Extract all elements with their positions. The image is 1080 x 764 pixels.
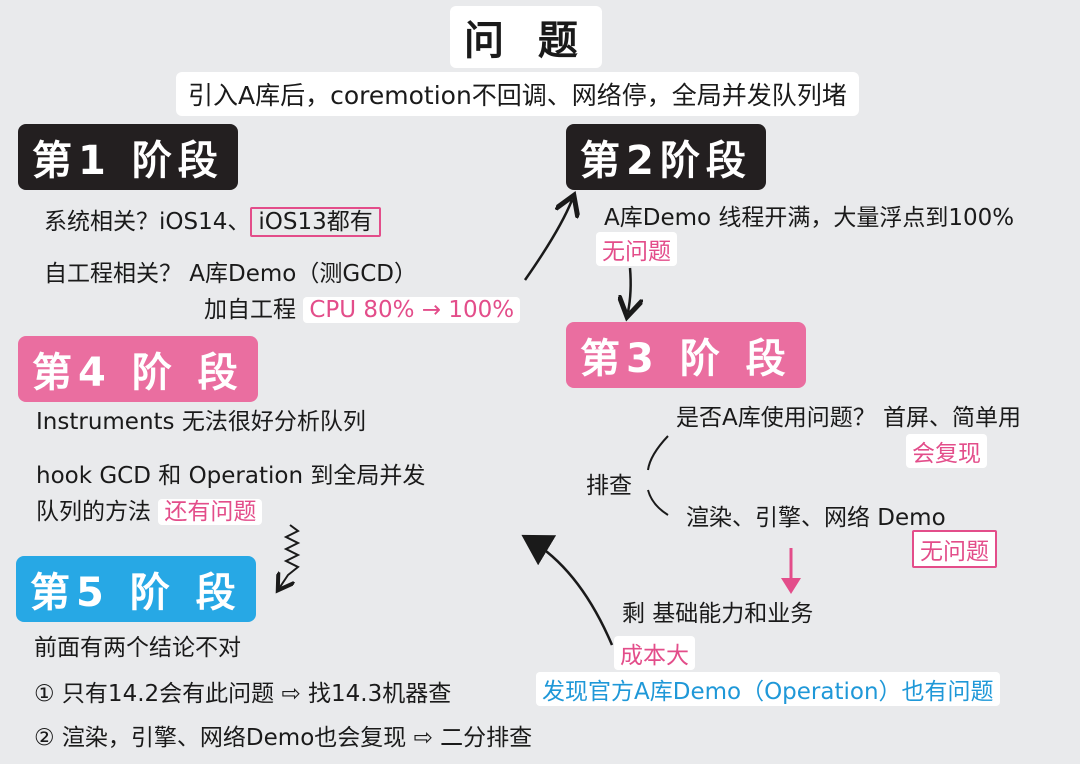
stage1-line2: 自工程相关？ A库Demo（测GCD） — [44, 261, 417, 287]
stage4-line1: Instruments 无法很好分析队列 — [36, 409, 366, 435]
stage4-line2: hook GCD 和 Operation 到全局并发 — [36, 463, 426, 489]
stage4-line3: 队列的方法 还有问题 — [36, 492, 263, 526]
page-title: 问 题 — [450, 6, 602, 68]
arrow-stage1-to-stage2 — [523, 200, 572, 281]
pink-down-arrowhead — [781, 578, 801, 594]
stage5-title: 第5 阶 段 — [16, 556, 256, 622]
stage3-branch1: 是否A库使用问题？ 首屏、简单用 — [676, 405, 1022, 431]
bracket-investigate — [647, 435, 669, 516]
stage3-title: 第3 阶 段 — [566, 322, 806, 388]
stage4-title: 第4 阶 段 — [18, 336, 258, 402]
stage1-line1: 系统相关？iOS14、iOS13都有 — [44, 202, 381, 237]
stage3-investigate: 排查 — [586, 473, 632, 499]
stage2-title: 第2阶段 — [566, 124, 766, 190]
stage1-cpu-highlight: CPU 80% → 100% — [303, 297, 521, 323]
stage1-line1-boxed: iOS13都有 — [250, 207, 381, 237]
stage2-result: 无问题 — [596, 232, 677, 266]
stage1-line1-prefix: 系统相关？iOS14、 — [44, 209, 251, 235]
stage3-branch2-result: 无问题 — [912, 530, 997, 568]
stage4-line3-highlight: 还有问题 — [158, 499, 263, 525]
page-subtitle: 引入A库后，coremotion不回调、网络停，全局并发队列堵 — [176, 72, 859, 116]
stage5-item1-highlight: 发现官方A库Demo（Operation）也有问题 — [536, 672, 1000, 706]
stage5-item1: ① 只有14.2会有此问题 ⇨ 找14.3机器查 — [34, 681, 452, 707]
stage1-title: 第1 阶段 — [18, 124, 238, 190]
stage2-line1: A库Demo 线程开满，大量浮点到100% — [604, 205, 1015, 231]
stage5-line1: 前面有两个结论不对 — [34, 635, 241, 661]
stage4-line3-prefix: 队列的方法 — [36, 499, 151, 525]
stage3-remaining: 剩 基础能力和业务 — [622, 601, 814, 627]
stage3-branch2: 渲染、引擎、网络 Demo — [686, 505, 946, 531]
stage1-line3: 加自工程 CPU 80% → 100% — [204, 290, 521, 324]
arrow-stage3-to-stage4 — [521, 534, 614, 646]
arrow-stage4-to-stage5 — [280, 524, 301, 587]
stage3-remaining-note: 成本大 — [614, 636, 695, 670]
stage3-branch1-result: 会复现 — [906, 434, 987, 468]
stage1-line3-prefix: 加自工程 — [204, 297, 296, 323]
arrow-stage2-to-stage3 — [628, 267, 631, 312]
stage5-item2: ② 渲染，引擎、网络Demo也会复现 ⇨ 二分排查 — [34, 725, 533, 751]
